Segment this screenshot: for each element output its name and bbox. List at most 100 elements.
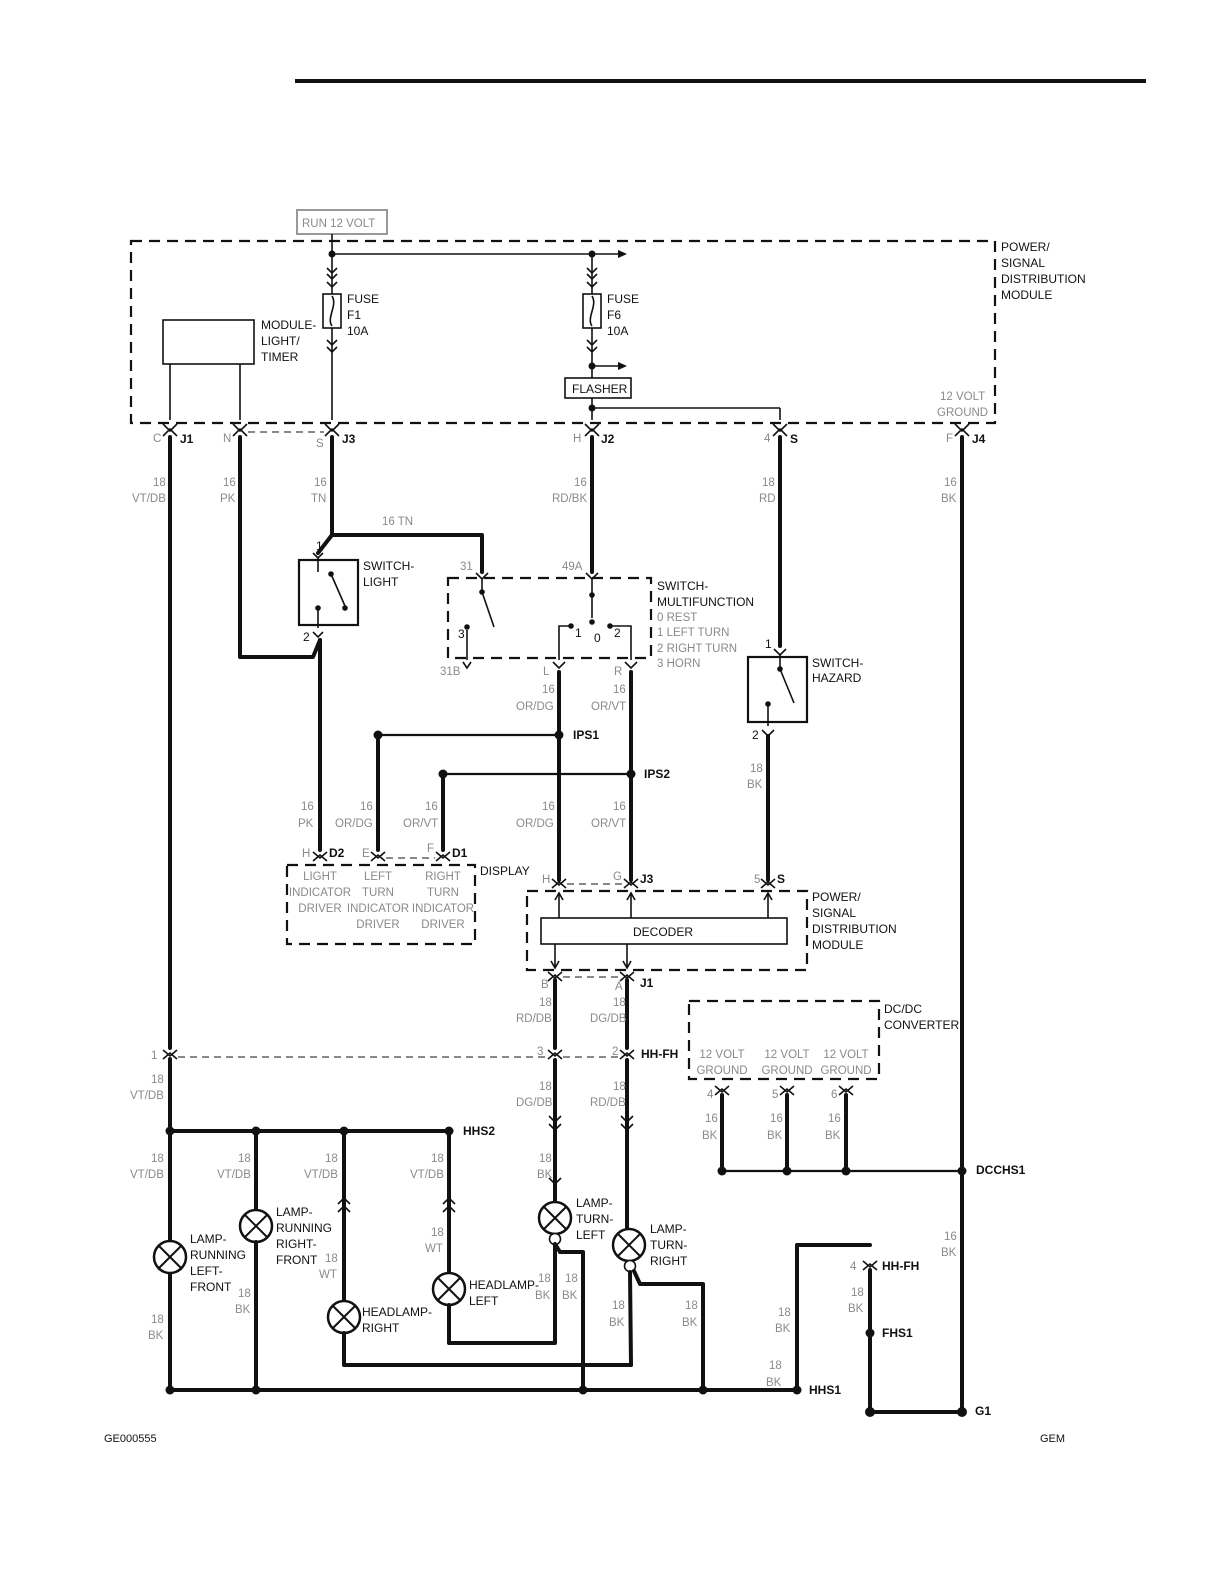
hhfh-lower-label: HH-FH: [882, 1259, 919, 1273]
decoder-label: DECODER: [633, 925, 693, 939]
w-r-gauge: 16: [613, 684, 626, 696]
sm-pin-31b: 31B: [440, 666, 461, 678]
w-fh-bk-color: BK: [848, 1303, 864, 1315]
dcdc-w2-gauge: 16: [770, 1113, 783, 1125]
w-hl-color: VT/DB: [410, 1169, 444, 1181]
w-tr-bk2-color: BK: [682, 1317, 698, 1329]
lamp-headlamp-left: [431, 1238, 557, 1345]
conn-j4: J4: [972, 432, 986, 446]
decoder-arrows: [550, 891, 773, 970]
hhfh-pin1: 1: [151, 1050, 157, 1062]
sm-pin-2: 2: [614, 626, 621, 640]
w-lrlf-gauge: 18: [151, 1153, 164, 1165]
decoder-box: [540, 917, 788, 945]
w-hh-bk-color: BK: [775, 1323, 791, 1335]
dcdc-pin-6: 6: [831, 1089, 837, 1101]
switch-light-label-1: SWITCH-: [363, 559, 414, 573]
conn-h-pin: H: [573, 433, 581, 445]
lamp-tr-1: LAMP-: [650, 1222, 687, 1236]
w-vtdb-gauge: 18: [153, 477, 166, 489]
switch-light-pin1: 1: [316, 539, 323, 553]
lamp-tl-1: LAMP-: [576, 1196, 613, 1210]
conn-f-pin: F: [946, 433, 953, 445]
splice-hhs1: HHS1: [809, 1383, 841, 1397]
lamp-hl-1: HEADLAMP-: [469, 1278, 539, 1292]
module-light-timer-label-1: MODULE-: [261, 318, 316, 332]
w-dordg-gauge: 16: [360, 801, 373, 813]
w-tl-bk2-gauge: 18: [565, 1273, 578, 1285]
dcdc-gnd-3a: 12 VOLT: [823, 1049, 868, 1061]
lamp-hr-1: HEADLAMP-: [362, 1305, 432, 1319]
switch-hazard-pin2: 2: [752, 728, 759, 742]
sm-pin-0: 0: [594, 631, 601, 645]
w-lrrf-color: VT/DB: [217, 1169, 251, 1181]
w-hh-bk-gauge: 18: [778, 1307, 791, 1319]
w-lrrf-bk-gauge: 18: [238, 1288, 251, 1300]
conn-c-pin: C: [153, 433, 161, 445]
pdm2-label-4: MODULE: [812, 938, 863, 952]
dcdc-w1-color: BK: [702, 1130, 718, 1142]
connector-forks-top: [162, 423, 970, 437]
w-hl-wt-gauge: 18: [431, 1227, 444, 1239]
switch-multifunction-box: [446, 576, 653, 660]
run-12-volt-label: RUN 12 VOLT: [302, 218, 375, 230]
conn-4-pin: 4: [764, 433, 771, 445]
splice-ips2: IPS2: [644, 767, 670, 781]
w-rd-gauge: 18: [762, 477, 775, 489]
lamp-lrlf-1: LAMP-: [190, 1232, 227, 1246]
w-dorvt-color: OR/VT: [403, 818, 438, 830]
hh-fh-connector: [162, 1049, 635, 1232]
lamp-turn-left: [537, 1200, 585, 1392]
w-r-color: OR/VT: [591, 701, 626, 713]
display-pin-h: H: [302, 848, 310, 860]
w-haz-color: BK: [747, 779, 763, 791]
display-right-3: INDICATOR: [412, 903, 474, 915]
w-g-bk-gauge: 16: [944, 1231, 957, 1243]
dcdc-pin-5: 5: [772, 1089, 778, 1101]
dcdc-gnd-1b: GROUND: [696, 1065, 747, 1077]
pdm-upper-label-4: MODULE: [1001, 288, 1052, 302]
dcdc-gnd-3b: GROUND: [820, 1065, 871, 1077]
w-dordg-color: OR/DG: [335, 818, 373, 830]
w-haz-gauge: 18: [750, 763, 763, 775]
pdm2-pin-g: G: [613, 871, 622, 883]
switch-light-pin2: 2: [303, 630, 310, 644]
flasher-label: FLASHER: [572, 382, 628, 396]
switch-hazard-pin1: 1: [765, 637, 772, 651]
w-rd-color: RD: [759, 493, 776, 505]
w-morvt-gauge: 16: [613, 801, 626, 813]
fuse6-label-2: F6: [607, 308, 621, 322]
hhfh-label: HH-FH: [641, 1047, 678, 1061]
lamp-lrrf-2: RUNNING: [276, 1221, 332, 1235]
sm-pos-2: 2 RIGHT TURN: [657, 643, 737, 655]
figure-id: GE000555: [104, 1433, 157, 1445]
pdm2-pin-5: 5: [754, 874, 760, 886]
pdm2-pin-b: B: [541, 979, 549, 991]
internal-feed: [326, 234, 627, 294]
dcdc-gnd-2a: 12 VOLT: [764, 1049, 809, 1061]
pdm-upper-box: [129, 239, 997, 425]
lamp-lrrf-4: FRONT: [276, 1253, 318, 1267]
w-c1-color: VT/DB: [130, 1090, 164, 1102]
sm-pos-1: 1 LEFT TURN: [657, 627, 729, 639]
lamp-lrrf-1: LAMP-: [276, 1205, 313, 1219]
fuse6-label-1: FUSE: [607, 292, 639, 306]
dcdc-converter-box: [687, 999, 881, 1081]
module-light-timer-label-3: TIMER: [261, 350, 299, 364]
sm-pin-r: R: [614, 666, 622, 678]
pdm-upper-label-2: SIGNAL: [1001, 256, 1045, 270]
w-vtdb-color: VT/DB: [132, 493, 166, 505]
sm-title-1: SWITCH-: [657, 579, 708, 593]
splice-dcchs1: DCCHS1: [976, 1163, 1026, 1177]
conn-j1: J1: [180, 432, 194, 446]
w-tl-bk1-color: BK: [535, 1290, 551, 1302]
w-hr-gauge: 18: [325, 1153, 338, 1165]
dcdc-w2-color: BK: [767, 1130, 783, 1142]
switch-light-label-2: LIGHT: [363, 575, 399, 589]
lamp-lrlf-2: RUNNING: [190, 1248, 246, 1262]
sm-pin-3: 3: [458, 627, 465, 641]
hhfh-pin2: 2: [612, 1046, 618, 1058]
w-lrlf-bk-gauge: 18: [151, 1314, 164, 1326]
w-pk-color: PK: [220, 493, 236, 505]
w-c1-gauge: 18: [151, 1074, 164, 1086]
